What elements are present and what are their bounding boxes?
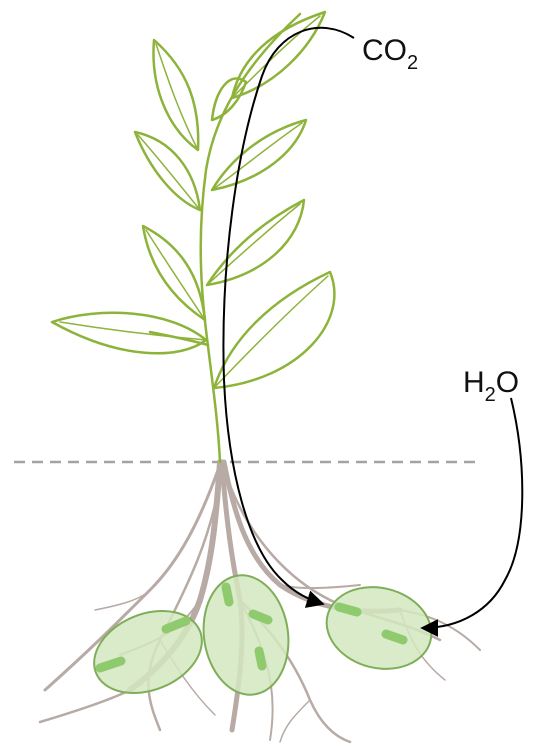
bacterium: [259, 651, 262, 666]
root-nodule: [196, 570, 296, 701]
bacterium: [226, 587, 229, 602]
co2-label: CO2: [362, 34, 418, 74]
h2o-arrow: [422, 398, 522, 628]
bacterium: [253, 614, 268, 620]
co2-arrow: [223, 28, 354, 604]
bacterium: [339, 607, 357, 612]
root-nodules: [82, 570, 440, 708]
plant-illustration: [52, 12, 334, 462]
root-nodule: [318, 576, 440, 679]
bacterium: [386, 634, 403, 640]
leaf: [212, 78, 246, 120]
leaf: [52, 313, 206, 354]
leaf: [214, 272, 334, 388]
